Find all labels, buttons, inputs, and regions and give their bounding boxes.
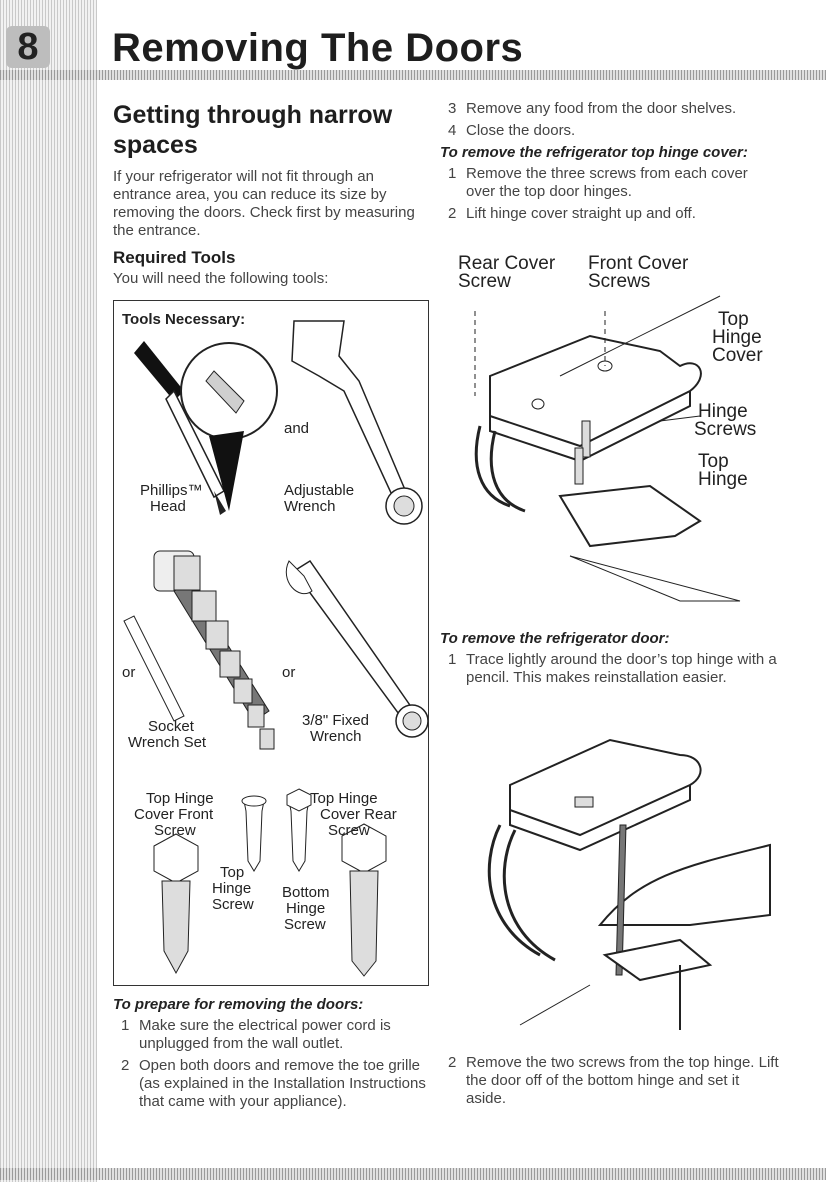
tools-drawing: [123, 320, 428, 977]
fixed-label: 3/8" Fixed: [302, 712, 370, 729]
top-hinge-label-2: Hinge: [698, 469, 748, 490]
top-hinge-screw-label-3: Screw: [212, 896, 254, 913]
footer-rule: [0, 1168, 826, 1180]
adjustable-label: Adjustable: [284, 482, 355, 499]
hinge-screws-label-1: Hinge: [698, 401, 748, 422]
left-column: Getting through narrow spaces If your re…: [113, 100, 431, 288]
rear-screw-label-2: Cover Rear: [320, 806, 397, 823]
rear-screw-label-1: Top Hinge: [310, 790, 378, 807]
tools-box-title: Tools Necessary:: [122, 311, 246, 328]
section-heading: Getting through narrow spaces: [113, 101, 393, 159]
wrench-set-label: Wrench Set: [128, 734, 207, 751]
top-label: Top: [718, 309, 749, 330]
socket-set-icon: [123, 550, 275, 750]
top-hinge-screw-label-2: Hinge: [212, 880, 252, 897]
front-screw-label-2: Cover Front: [134, 806, 214, 823]
front-cover-label: Front Cover: [588, 253, 689, 274]
cover-label: Cover: [712, 345, 763, 366]
hinge-label: Hinge: [712, 327, 762, 348]
or-label-1: or: [122, 664, 136, 681]
cover-heading: To remove the refrigerator top hinge cov…: [440, 144, 748, 161]
intro-paragraph: If your refrigerator will not fit throug…: [113, 168, 415, 239]
socket-label: Socket: [148, 718, 194, 735]
top-hinge-label-1: Top: [698, 451, 729, 472]
page-number: 8: [6, 26, 50, 68]
top-hinge-screw-label-1: Top: [220, 864, 245, 881]
page-title: Removing The Doors: [112, 26, 524, 70]
rear-screw-label-3: Screw: [328, 822, 370, 839]
side-stripe: [0, 0, 97, 1182]
or-label-2: or: [282, 664, 296, 681]
bottom-hinge-screw-label-3: Screw: [284, 916, 326, 933]
head-label: Head: [150, 498, 186, 515]
adjustable-wrench-icon: [291, 320, 423, 525]
fixed-wrench-label: Wrench: [310, 728, 362, 745]
adjustable-wrench-label: Wrench: [284, 498, 336, 515]
trace-hinge-figure: [440, 725, 780, 1045]
hinge-cover-figure: Rear Cover Screw Front Cover Screws Top …: [440, 253, 780, 606]
phillips-label: Phillips™: [140, 482, 203, 499]
door-heading: To remove the refrigerator door:: [440, 630, 670, 647]
screwdriver-icon: [134, 341, 226, 515]
hinge-screws-label-2: Screws: [694, 419, 757, 440]
header-rule: [0, 70, 826, 80]
prepare-heading: To prepare for removing the doors:: [113, 996, 364, 1013]
fixed-wrench-icon: [285, 559, 428, 738]
hinge-cover-drawing: [474, 295, 741, 602]
tools-illustration: Tools Necessary: and Phillips™ Head Adju…: [113, 300, 429, 986]
screw-icons: [153, 788, 387, 977]
front-screw-label-1: Top Hinge: [146, 790, 214, 807]
bottom-hinge-screw-label-1: Bottom: [282, 884, 330, 901]
and-label: and: [284, 420, 310, 437]
tools-intro: You will need the following tools:: [113, 270, 329, 287]
rear-screw-label: Screw: [458, 271, 511, 292]
trace-hinge-drawing: [487, 738, 771, 1030]
bottom-hinge-screw-label-2: Hinge: [286, 900, 326, 917]
front-screws-label: Screws: [588, 271, 651, 292]
front-screw-label-3: Screw: [154, 822, 196, 839]
rear-cover-label: Rear Cover: [458, 253, 556, 274]
tools-heading: Required Tools: [113, 248, 236, 267]
